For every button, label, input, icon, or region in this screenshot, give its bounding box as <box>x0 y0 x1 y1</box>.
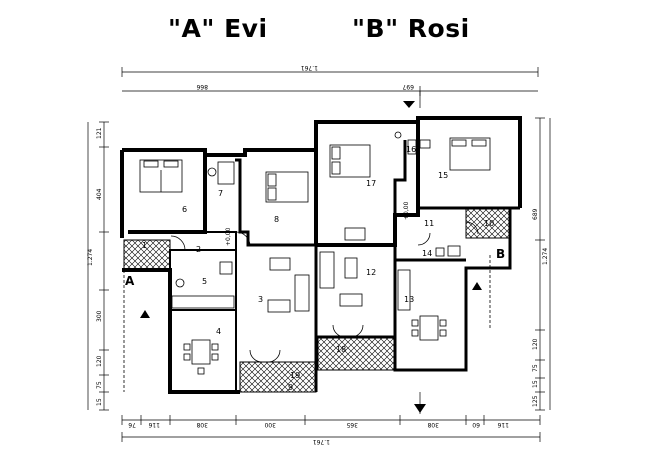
room-12: 12 <box>366 268 376 277</box>
dim-top-left: 866 <box>196 83 208 90</box>
dining-table-room-13 <box>411 315 447 341</box>
dim-right-3: 75 <box>532 364 539 372</box>
bottom-dimensions: 76 116 308 300 365 308 60 116 1.761 <box>121 392 541 445</box>
dim-left-0: 121 <box>96 127 103 139</box>
dim-bottom-1: 116 <box>148 421 160 428</box>
terrace-room-10 <box>465 207 511 239</box>
room-10: 10 <box>484 219 494 228</box>
level-marks: +0,00 +0,00 <box>225 201 410 246</box>
dim-right-2: 120 <box>532 338 539 350</box>
unit-b-title: "B" Rosi <box>352 14 470 43</box>
dim-top-overall: 1.761 <box>301 64 318 71</box>
room-8: 8 <box>274 215 279 224</box>
room-7: 7 <box>218 189 223 198</box>
room-1: 1 <box>142 241 147 250</box>
room-14: 14 <box>422 249 432 258</box>
bathroom-7-fixtures <box>207 161 235 185</box>
room-4: 4 <box>216 327 221 336</box>
room-11: 11 <box>424 219 434 228</box>
dim-bottom-5: 308 <box>427 421 439 428</box>
dim-left-3: 300 <box>96 310 103 322</box>
bathroom-5-fixtures <box>175 261 233 288</box>
bathroom-16-fixtures <box>394 131 431 155</box>
unit-a-title: "A" Evi <box>168 14 268 43</box>
dim-bottom-2: 308 <box>196 421 208 428</box>
dim-bottom-overall: 1.761 <box>313 438 330 445</box>
dim-bottom-6: 60 <box>472 421 480 428</box>
room-5: 5 <box>202 277 207 286</box>
arrow-marker-top <box>403 101 415 108</box>
bed-room-6 <box>139 159 183 193</box>
room-15: 15 <box>438 171 448 180</box>
room-18: 18 <box>336 345 346 354</box>
dim-right-1: 1.274 <box>542 248 549 265</box>
dim-left-4: 120 <box>96 355 103 367</box>
dim-left-2: 1.274 <box>87 249 94 266</box>
dim-bottom-3: 300 <box>264 421 276 428</box>
room-3: 3 <box>258 295 263 304</box>
terrace-room-19 <box>239 361 317 393</box>
sofa-room-12 <box>319 227 366 307</box>
dim-left-5: 75 <box>96 381 103 389</box>
room-16: 16 <box>406 145 416 154</box>
dim-left-1: 404 <box>96 188 103 200</box>
room-6: 6 <box>182 205 187 214</box>
kitchen-counter-b <box>397 269 411 311</box>
room-17: 17 <box>366 179 376 188</box>
bed-room-17 <box>329 144 371 178</box>
right-dimensions: 689 1.274 120 75 15 125 <box>532 117 551 411</box>
dim-bottom-4: 365 <box>346 421 358 428</box>
bathroom-14-fixtures <box>435 245 461 257</box>
arrow-marker-bottom <box>414 404 426 413</box>
bed-room-8 <box>265 171 309 203</box>
dining-table-room-4 <box>183 339 219 375</box>
room-19: 19 <box>290 371 300 380</box>
sofa-room-3 <box>267 257 310 313</box>
section-label-b: B <box>496 247 505 261</box>
section-marks <box>123 255 491 392</box>
left-dimensions: 121 404 1.274 300 120 75 15 <box>87 121 109 411</box>
dim-left-6: 15 <box>96 398 103 406</box>
room-numbers: 1 2 3 4 5 6 7 8 9 10 11 12 13 14 15 16 1… <box>142 145 494 392</box>
dim-right-4: 15 <box>532 380 539 388</box>
bed-room-15 <box>449 137 491 171</box>
room-13: 13 <box>404 295 414 304</box>
dim-bottom-0: 76 <box>128 421 136 428</box>
terrace-room-18 <box>317 336 396 371</box>
terrace-room-1 <box>123 239 171 271</box>
doors <box>170 221 479 363</box>
top-dimensions: 1.761 866 697 <box>121 64 539 108</box>
kitchen-counter-a <box>171 295 235 309</box>
dim-right-0: 689 <box>532 208 539 220</box>
room-2: 2 <box>196 245 201 254</box>
section-label-a: A <box>125 274 135 288</box>
room-9: 9 <box>288 383 293 392</box>
level-a: +0,00 <box>225 227 232 246</box>
dim-top-right: 697 <box>402 83 414 90</box>
dim-right-5: 125 <box>532 395 539 407</box>
level-b: +0,00 <box>403 201 410 220</box>
dim-bottom-7: 116 <box>497 421 509 428</box>
